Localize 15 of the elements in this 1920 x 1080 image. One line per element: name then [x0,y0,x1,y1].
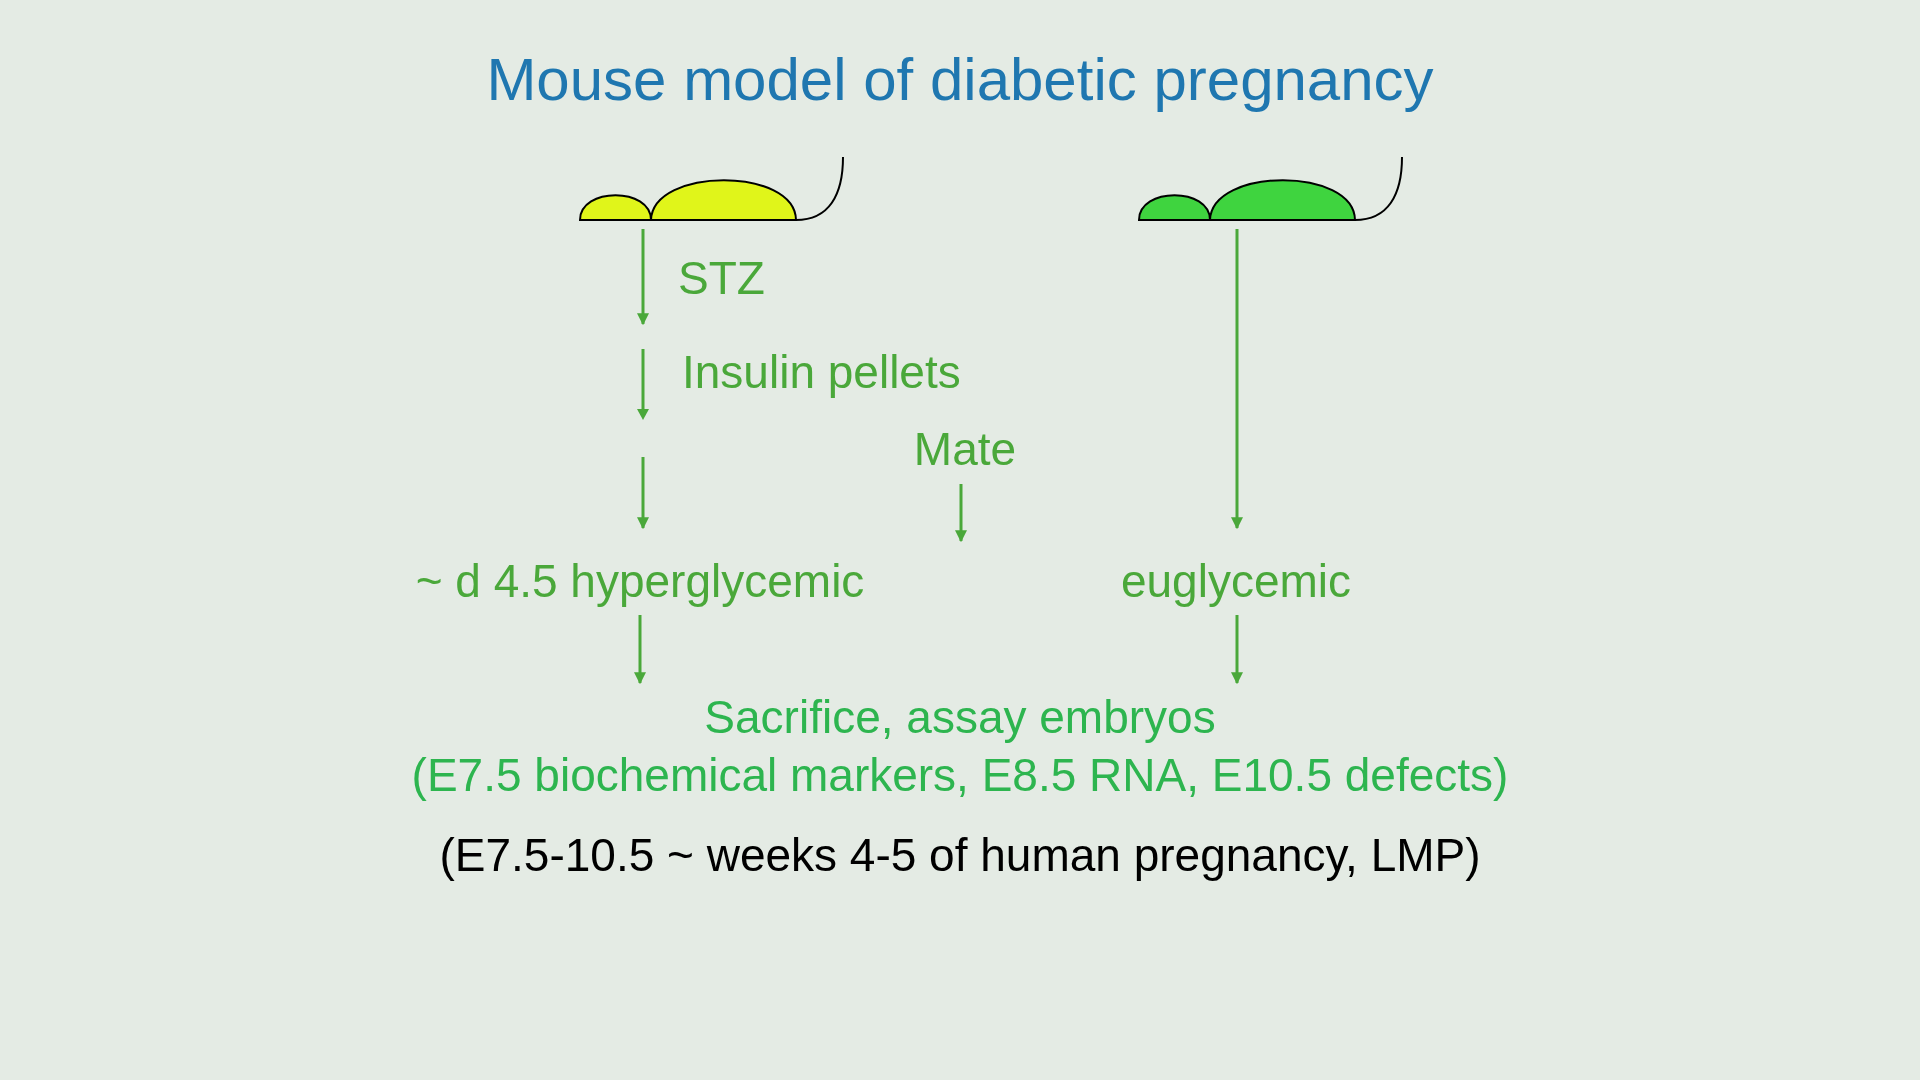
title: Mouse model of diabetic pregnancy [486,45,1434,115]
edge-label: STZ [678,251,765,306]
step-text: ~ d 4.5 hyperglycemic [415,554,865,609]
detail-text: (E7.5 biochemical markers, E8.5 RNA, E10.5 defects) [411,748,1509,803]
step-text: euglycemic [1120,554,1352,609]
step-text: Sacrifice, assay embryos [704,690,1216,745]
arrow [955,484,967,543]
step-text: Mate [913,422,1017,477]
step-label: Insulin pellets [682,345,961,400]
arrow [1231,229,1243,530]
arrow [637,229,649,326]
arrow [1231,615,1243,685]
note-text: (E7.5-10.5 ~ weeks 4-5 of human pregnancy, LMP) [439,828,1481,883]
arrow [634,615,646,685]
arrow [637,457,649,530]
